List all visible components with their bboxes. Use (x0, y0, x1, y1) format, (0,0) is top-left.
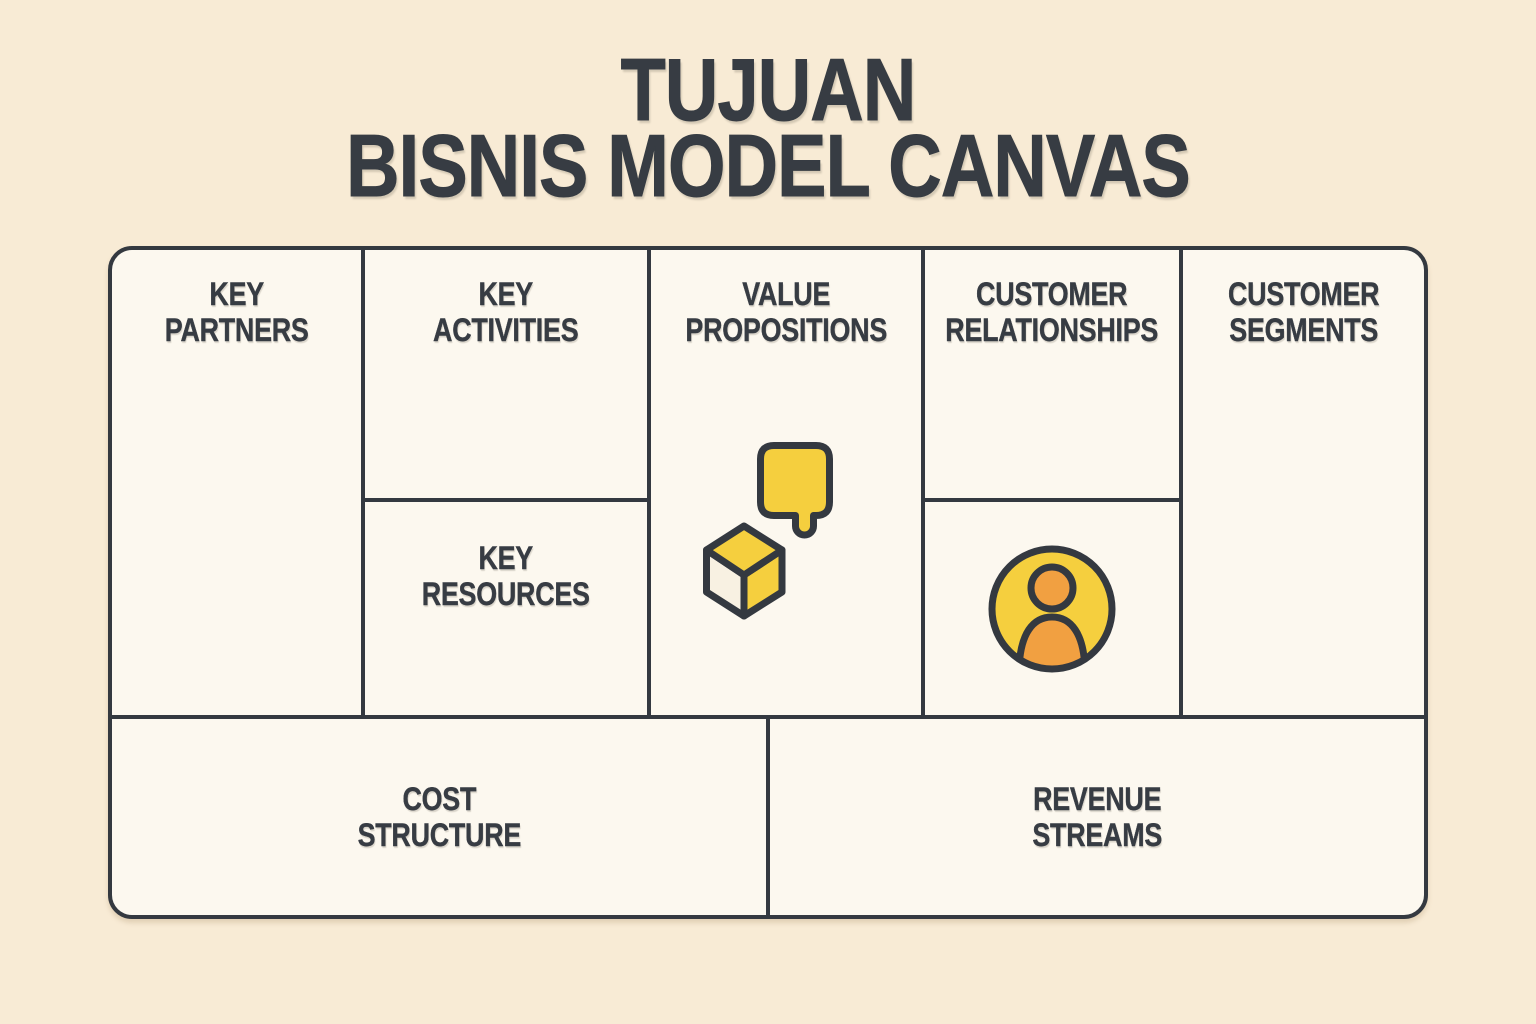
page-title-line2: BISNIS MODEL CANVAS (346, 115, 1191, 215)
value-propositions-icons (702, 442, 833, 620)
person-icon-body (1015, 613, 1089, 669)
cube-icon (702, 522, 786, 620)
speech-bubble-icon (756, 442, 833, 539)
person-icon (988, 545, 1116, 672)
cell-customer-relationships-icon (925, 502, 1179, 715)
person-icon-head (1027, 563, 1077, 612)
person-icon-outline (988, 545, 1116, 672)
page-title-line1: TUJUAN (620, 40, 916, 139)
